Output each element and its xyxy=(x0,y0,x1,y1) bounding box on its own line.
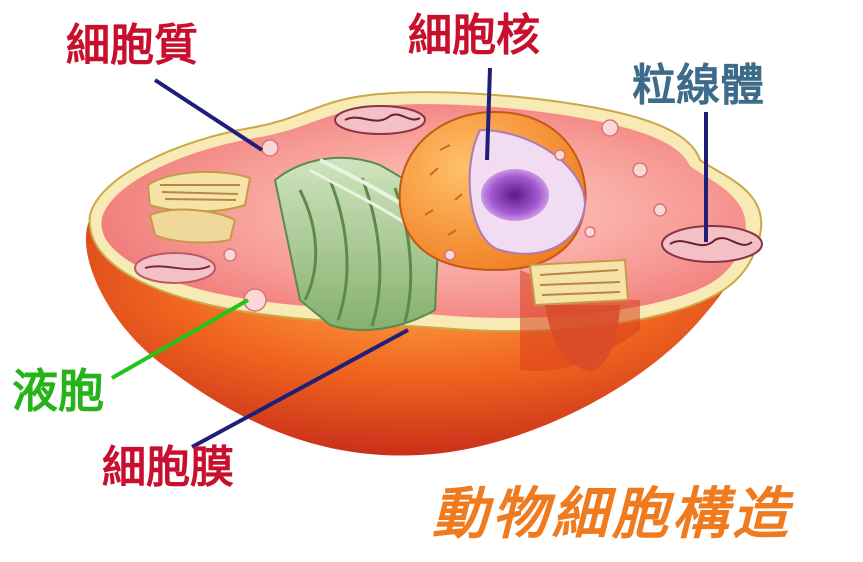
nucleus xyxy=(400,112,586,270)
nucleolus xyxy=(481,169,549,221)
label-nucleus: 細胞核 xyxy=(408,14,540,58)
label-membrane: 細胞膜 xyxy=(102,446,234,490)
label-cytoplasm: 細胞質 xyxy=(66,24,198,68)
mitochondria-top xyxy=(335,106,425,134)
label-mitochondria: 粒線體 xyxy=(632,64,764,108)
mitochondria-right xyxy=(662,226,762,262)
label-vacuole: 液胞 xyxy=(12,368,104,414)
diagram-title: 動物細胞構造 xyxy=(432,486,792,542)
